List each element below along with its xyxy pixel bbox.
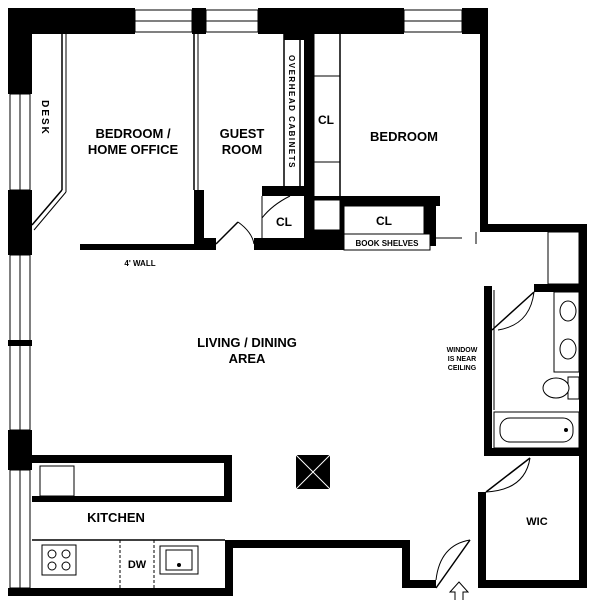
label-window-note-line3: CEILING	[448, 365, 477, 372]
bathtub-icon	[493, 411, 580, 449]
structural-column	[295, 454, 331, 490]
room-label-guest-line2: ROOM	[222, 142, 262, 157]
label-dishwasher: DW	[128, 559, 147, 571]
fixtures	[32, 291, 580, 600]
room-label-bedroom-office-line1: BEDROOM /	[95, 126, 171, 141]
entry-arrow-icon	[448, 581, 470, 600]
room-label-wic: WIC	[526, 516, 547, 528]
label-closet-bedroom-lower: CL	[376, 214, 392, 228]
exterior-walls	[8, 8, 587, 596]
room-label-guest-line1: GUEST	[220, 126, 265, 141]
label-desk: DESK	[39, 100, 50, 136]
annotation-labels: DESK OVERHEAD CABINETS CL CL CL BOOK SHE…	[39, 55, 478, 571]
kitchen-sink-icon	[159, 545, 199, 575]
label-window-note-line1: WINDOW	[447, 347, 478, 354]
room-labels: BEDROOM / HOME OFFICE GUEST ROOM BEDROOM…	[87, 126, 548, 528]
label-closet-guest: CL	[276, 215, 292, 229]
room-label-living-line1: LIVING / DINING	[197, 335, 297, 350]
label-window-note-line2: IS NEAR	[448, 356, 476, 363]
interior-walls	[8, 34, 579, 589]
stove-icon	[41, 544, 77, 576]
label-book-shelves: BOOK SHELVES	[356, 239, 420, 248]
room-label-bedroom-office-line2: HOME OFFICE	[88, 142, 179, 157]
room-label-kitchen: KITCHEN	[87, 510, 145, 525]
label-closet-bedroom: CL	[318, 113, 334, 127]
toilet-icon	[542, 376, 580, 400]
bathroom-vanity-icon	[553, 291, 580, 373]
room-label-living-line2: AREA	[229, 351, 266, 366]
label-overhead-cabinets: OVERHEAD CABINETS	[287, 55, 296, 169]
room-label-bedroom: BEDROOM	[370, 129, 438, 144]
label-four-ft-wall: 4' WALL	[124, 259, 155, 268]
